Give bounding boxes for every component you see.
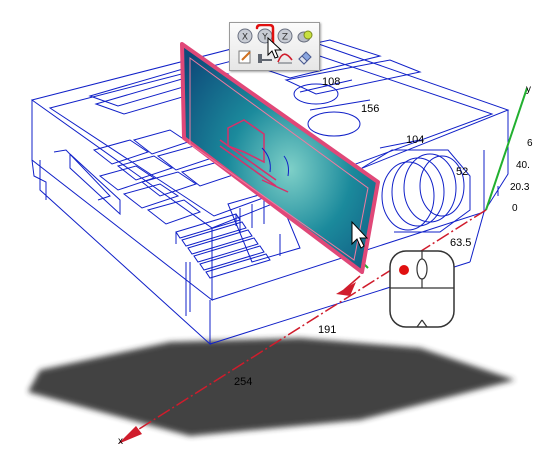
plane-toolbar: X Y Z [229,22,320,71]
y-axis-tick-0: 6 [527,138,533,149]
dimension-lines [299,79,421,149]
x-axis-button-label: X [242,33,248,43]
y-axis-label: y [526,84,531,95]
floor-shadow [28,338,515,436]
section-plane[interactable] [180,42,380,274]
z-axis-button-label: Z [282,33,288,43]
dimension-label-52: 52 [456,166,469,178]
z-axis-icon[interactable]: Z [276,27,294,45]
x-axis-icon[interactable]: X [236,27,254,45]
arrow-cursor-icon [351,220,369,249]
y-axis-tick-2: 20.3 [510,182,530,193]
dimension-label-156: 156 [361,103,380,115]
eraser-icon[interactable] [296,48,314,66]
x-axis-line [127,209,487,437]
dimension-label-108: 108 [322,76,341,88]
move-plane-icon[interactable] [256,48,274,66]
curve-icon[interactable] [276,48,294,66]
x-axis-arrow [118,426,142,444]
mouse-left-click-icon [389,250,455,328]
dimension-label-63-5: 63.5 [450,237,472,249]
toolbar-cursor-icon [267,37,283,59]
y-axis-button-label: Y [261,33,268,43]
y-axis-tick-1: 40. [516,160,530,171]
y-axis-line [485,87,528,211]
cylinder-icon[interactable] [296,27,314,45]
y-axis-tick-3: 0 [512,203,518,214]
dimension-label-104: 104 [406,134,425,146]
edit-plane-icon[interactable] [236,48,254,66]
x-axis-label: x [118,436,123,447]
dimension-label-254: 254 [234,376,253,388]
active-button-highlight [255,24,275,50]
dimension-label-191: 191 [318,324,337,336]
